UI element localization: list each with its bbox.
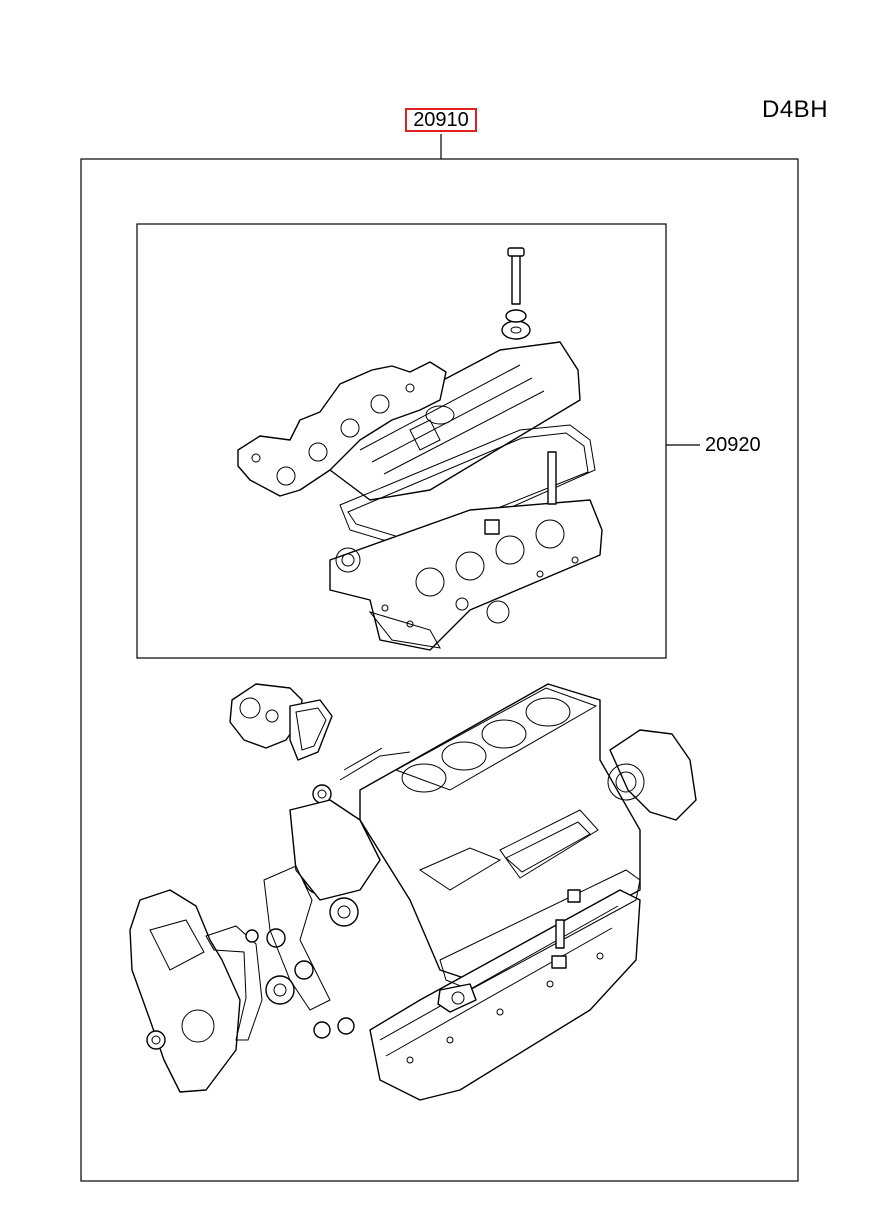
part-callout-20910[interactable]: 20910 bbox=[405, 108, 477, 132]
model-code: D4BH bbox=[762, 96, 829, 123]
outer-frame bbox=[80, 158, 799, 1182]
inner-frame bbox=[136, 223, 667, 659]
short-engine-block-icon bbox=[129, 683, 697, 1101]
cylinder-head-gasket-set-icon bbox=[237, 247, 603, 651]
part-callout-20920[interactable]: 20920 bbox=[705, 434, 761, 456]
